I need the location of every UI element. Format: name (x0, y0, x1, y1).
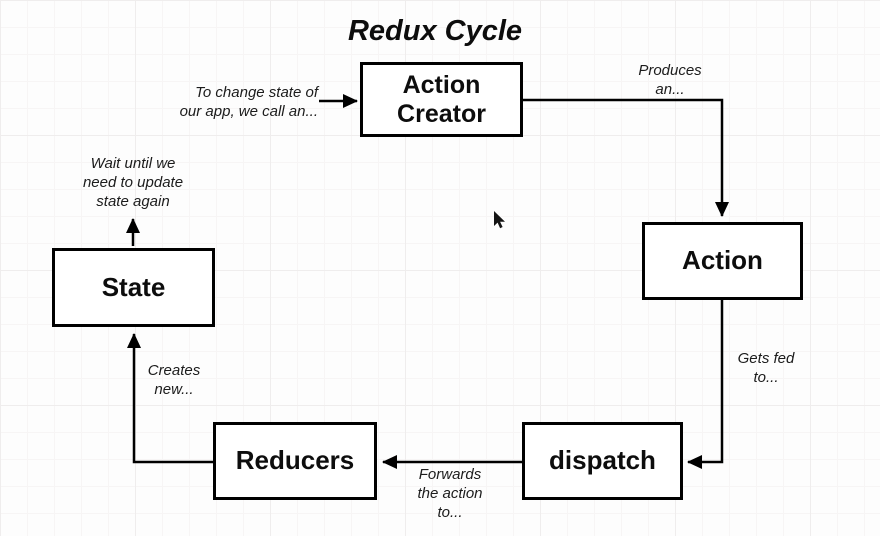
annotation-forwards-the-action: Forwards the action to... (417, 466, 483, 521)
annotation-creates-new: Creates new... (147, 362, 201, 398)
node-state: State (52, 248, 215, 327)
node-dispatch: dispatch (522, 422, 683, 500)
arrow-action-creator-to-action (523, 98, 729, 217)
diagram-title: Redux Cycle (347, 15, 523, 47)
annotation-gets-fed-to: Gets fed to... (737, 350, 795, 386)
node-action: Action (642, 222, 803, 300)
annotation-wait-until-update: Wait until we need to update state again (82, 155, 184, 210)
node-action-creator: Action Creator (360, 62, 523, 137)
node-reducers: Reducers (213, 422, 377, 500)
annotation-produces-an: Produces an... (638, 62, 702, 98)
mouse-cursor-icon (494, 211, 505, 229)
annotation-to-change-state: To change state of our app, we call an..… (179, 84, 318, 120)
